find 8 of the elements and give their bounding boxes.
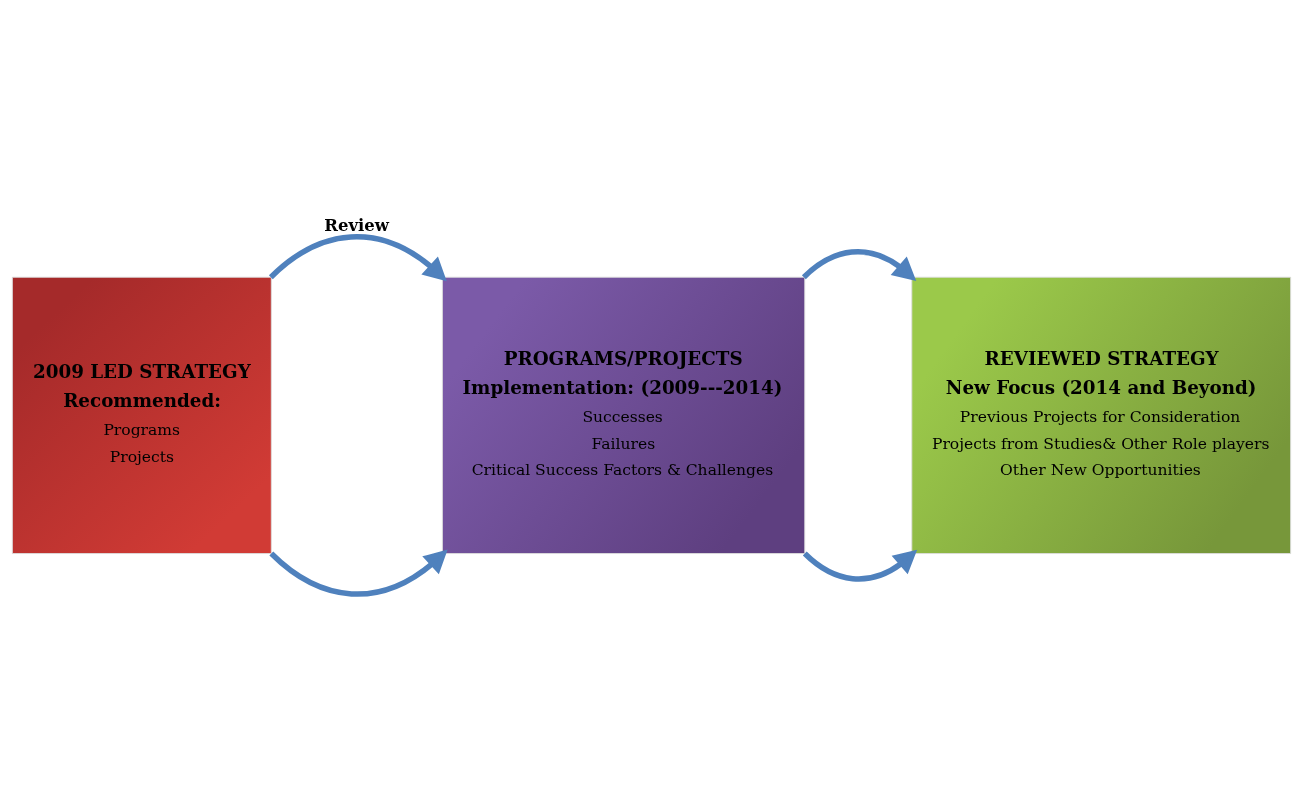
arrow xyxy=(269,233,447,281)
arrow xyxy=(802,549,918,582)
node-box: PROGRAMS/PROJECTS Implementation: (2009---2014) Successes Failures Critical Success Factors & Challenges xyxy=(441,276,806,554)
arrow xyxy=(269,549,448,597)
node-box: 2009 LED STRATEGY Recommended: Programs Projects xyxy=(11,276,272,554)
edge-label: Review xyxy=(324,215,390,235)
arrow xyxy=(802,248,917,281)
node-box: REVIEWED STRATEGY New Focus (2014 and Beyond) Previous Projects for Consideration Projects from Studies& Other Role players Other New Opportunities xyxy=(911,276,1292,554)
